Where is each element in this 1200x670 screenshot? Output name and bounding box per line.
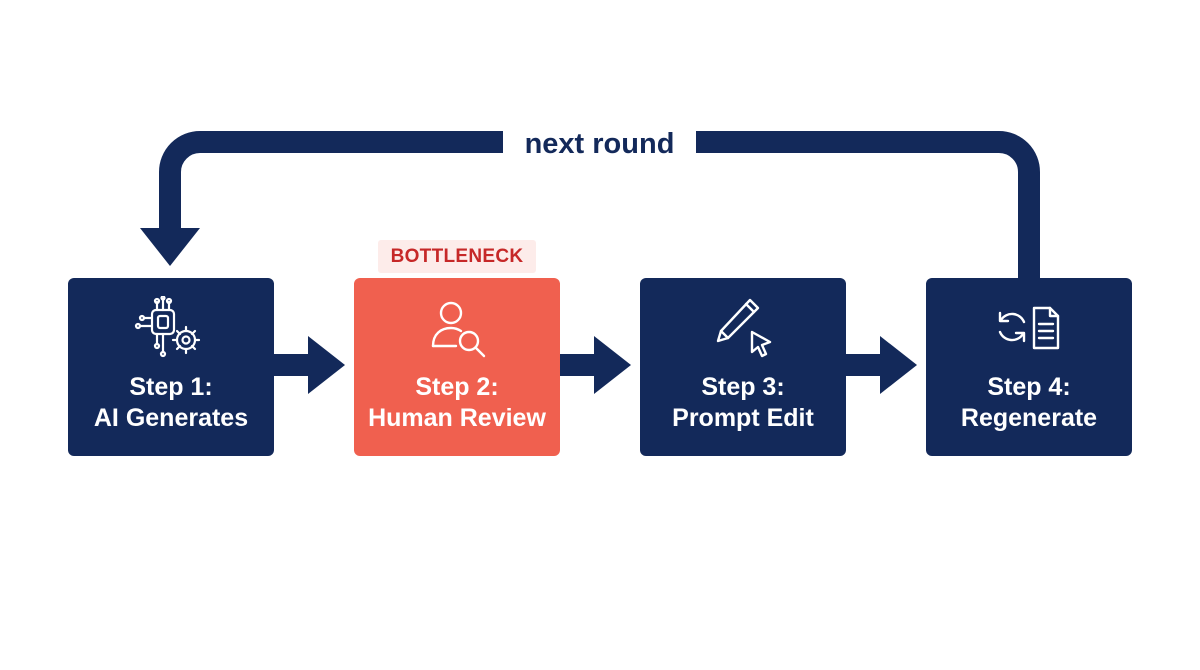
refresh-document-icon [992, 296, 1066, 360]
arrow-2-to-3 [560, 336, 631, 394]
step-2-box: Step 2: Human Review [354, 278, 560, 456]
step-4-name: Regenerate [960, 404, 1098, 432]
arrow-3-to-4 [846, 336, 917, 394]
step-4-box: Step 4: Regenerate [926, 278, 1132, 456]
step-1-name: AI Generates [93, 404, 249, 432]
arrow-1-to-2 [274, 336, 345, 394]
step-3-title: Step 3: [701, 373, 785, 401]
person-search-icon [420, 296, 494, 360]
ai-chip-gear-icon [134, 296, 208, 360]
step-3-box: Step 3: Prompt Edit [640, 278, 846, 456]
pencil-cursor-icon [706, 296, 780, 360]
bottleneck-badge: BOTTLENECK [378, 240, 536, 273]
step-2-name: Human Review [368, 404, 546, 432]
step-1-title: Step 1: [129, 373, 213, 401]
step-4-title: Step 4: [987, 373, 1071, 401]
step-3-name: Prompt Edit [672, 404, 814, 432]
step-1-box: Step 1: AI Generates [68, 278, 274, 456]
loop-label: next round [503, 122, 696, 166]
loop-arrowhead [140, 228, 200, 266]
step-2-title: Step 2: [415, 373, 499, 401]
